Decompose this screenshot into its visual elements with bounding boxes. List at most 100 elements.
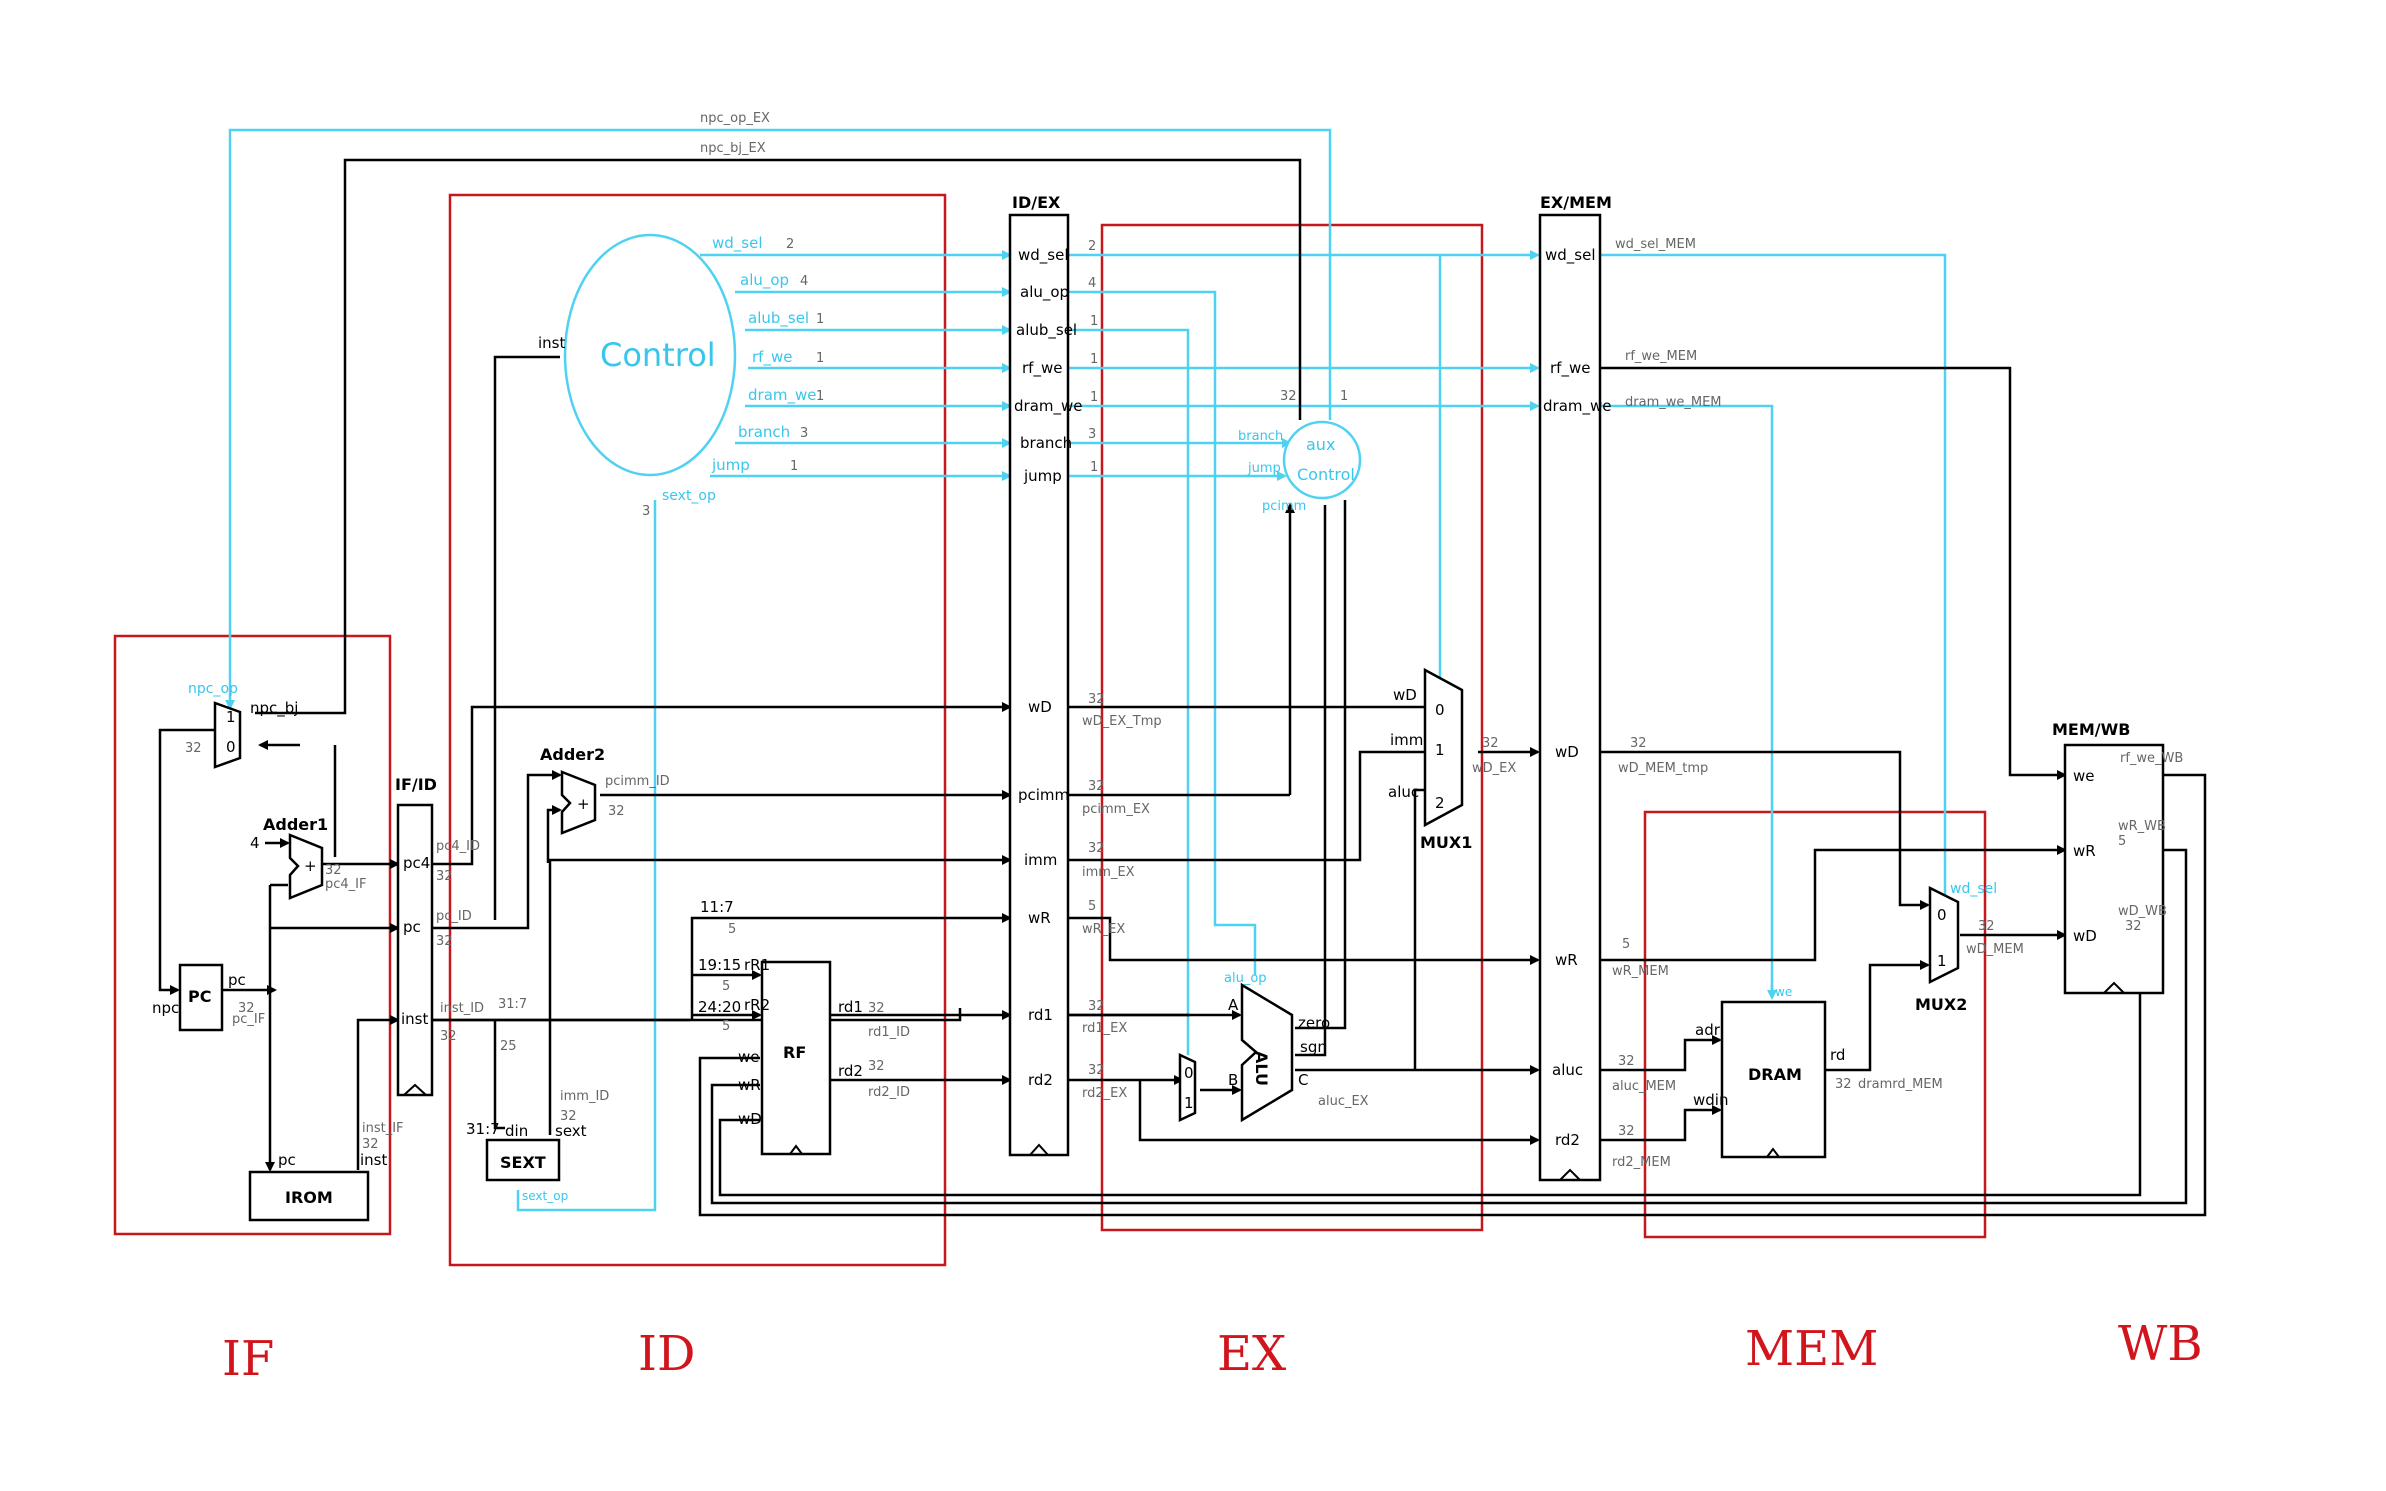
pc-out-label: pc — [228, 971, 246, 989]
irom-pc-label: pc — [278, 1151, 296, 1169]
rr1-width: 5 — [722, 979, 730, 994]
id-ex-port-alu-op: alu_op — [1020, 283, 1069, 302]
inst-if-width: 32 — [362, 1137, 379, 1152]
aluc-mem-label: aluc_MEM — [1612, 1079, 1676, 1094]
pc-width: 32 — [238, 1001, 255, 1016]
npc-bj-label: npc_bj — [250, 699, 298, 718]
wr-mem-label: wR_MEM — [1612, 964, 1669, 979]
adder2-plus: + — [577, 795, 590, 813]
ctrl-sig-jump: jump — [711, 456, 750, 474]
pc-id-label: pc_ID — [436, 909, 472, 924]
alu-sgn-label: sgn — [1300, 1038, 1327, 1056]
control-unit — [563, 233, 737, 477]
rd2-mem-width: 32 — [1618, 1124, 1635, 1139]
dram-label: DRAM — [1748, 1065, 1802, 1084]
npc-mux-in1-label: 1 — [226, 708, 236, 726]
ex-mem-title: EX/MEM — [1540, 193, 1612, 212]
id-ex-port-branch: branch — [1020, 434, 1072, 452]
ex-mem-port-rd2: rd2 — [1555, 1131, 1580, 1149]
if-id-title: IF/ID — [395, 775, 437, 794]
rf-rr2-label: rR2 — [744, 996, 770, 1014]
irom-label: IROM — [285, 1188, 333, 1207]
ctrl-sig-branch: branch — [738, 423, 790, 441]
dram-rd-label: rd — [1830, 1046, 1845, 1064]
sext-op-ctrl-label: sext_op — [662, 488, 716, 504]
mem-wb-port-we: we — [2073, 767, 2095, 785]
id-ex-port-imm: imm — [1024, 851, 1057, 869]
id-ex-jump-width: 1 — [1090, 460, 1098, 475]
cyan-wires — [225, 128, 1947, 1212]
dram-rd-width: 32 — [1835, 1077, 1852, 1092]
adder1-const-4: 4 — [250, 834, 260, 852]
bits-11-7: 11:7 — [700, 898, 734, 916]
bits-31-7-b: 31:7 — [466, 1120, 500, 1138]
mux1-aluc-label: aluc — [1388, 783, 1419, 801]
ctrl-sig-wd-sel: wd_sel — [712, 234, 763, 253]
id-ex-rf-we-width: 1 — [1090, 352, 1098, 367]
rd2-id-label: rd2_ID — [868, 1085, 910, 1100]
alu-block — [1240, 982, 1294, 1123]
id-ex-port-rd1: rd1 — [1028, 1006, 1053, 1024]
clock-triangles — [403, 981, 2125, 1181]
inst-id-label: inst_ID — [440, 1001, 484, 1016]
stage-id-box — [448, 193, 947, 1267]
npc-bj-ex-label: npc_bj_EX — [700, 141, 766, 156]
rf-label: RF — [783, 1043, 806, 1062]
wd-wb-label: wD_WB — [2118, 904, 2167, 919]
rf-rd1-label: rd1 — [838, 998, 863, 1016]
wd-ex-tmp-label: wD_EX_Tmp — [1082, 714, 1162, 729]
stage-if-box — [113, 634, 392, 1236]
stage-label-mem: MEM — [1745, 1321, 1878, 1377]
ex-mem-port-wd: wD — [1555, 743, 1579, 761]
rd1-ex-width: 32 — [1088, 999, 1105, 1014]
id-ex-register — [1008, 213, 1070, 1157]
pcimm-id-width: 32 — [608, 804, 625, 819]
pcimm-id-label: pcimm_ID — [605, 774, 670, 789]
alu-zero-label: zero — [1298, 1014, 1330, 1032]
ex-mem-register — [1538, 213, 1602, 1182]
id-ex-wd-sel-width: 2 — [1088, 239, 1096, 254]
rf-rr1-label: rR1 — [744, 956, 770, 974]
aux-branch-label: branch — [1238, 429, 1283, 444]
adder1-label: Adder1 — [263, 815, 328, 834]
pc-label: PC — [188, 987, 211, 1006]
rd2-ex-width: 32 — [1088, 1063, 1105, 1078]
wd-ex-width: 32 — [1088, 692, 1105, 707]
pc4-if-label: pc4_IF — [325, 877, 366, 892]
mux2-wd-sel-label: wd_sel — [1950, 881, 1997, 897]
npc-op-width: 1 — [1340, 389, 1348, 404]
id-ex-port-pcimm: pcimm — [1018, 786, 1069, 804]
mux1-in2: 2 — [1435, 794, 1445, 812]
alub-mux — [1178, 1053, 1197, 1122]
pc4-id-width: 32 — [436, 869, 453, 884]
ctrl-width-alub-sel: 1 — [816, 312, 824, 327]
dramrd-mem-label: dramrd_MEM — [1858, 1077, 1943, 1092]
mux2-in1: 1 — [1937, 952, 1947, 970]
imm-ex-width: 32 — [1088, 841, 1105, 856]
pc-if-label: pc_IF — [232, 1012, 265, 1027]
alu-a-label: A — [1228, 996, 1239, 1014]
wd-mem-label: wD_MEM — [1966, 942, 2024, 957]
aluc-ex-label: aluc_EX — [1318, 1094, 1369, 1109]
mux2-in0: 0 — [1937, 906, 1947, 924]
dram-wdin-label: wdin — [1693, 1091, 1728, 1109]
rd1-ex-label: rd1_EX — [1082, 1021, 1127, 1036]
mem-wb-port-wd: wD — [2073, 927, 2097, 945]
pc-id-width: 32 — [436, 934, 453, 949]
id-ex-port-dram-we: dram_we — [1014, 397, 1083, 416]
adder2-block — [560, 770, 597, 835]
mux1-in0: 0 — [1435, 701, 1445, 719]
ctrl-sig-alub-sel: alub_sel — [748, 309, 809, 328]
wd-ex-label: wD_EX — [1472, 761, 1516, 776]
if-id-port-pc: pc — [403, 918, 421, 936]
id-ex-port-rd2: rd2 — [1028, 1071, 1053, 1089]
pc-register — [178, 963, 224, 1032]
wd-mem-tmp-label: wD_MEM_tmp — [1618, 761, 1708, 776]
mux1-label: MUX1 — [1420, 833, 1472, 852]
alub-mux-0: 0 — [1184, 1064, 1194, 1082]
control-label: Control — [600, 336, 716, 374]
ex-mem-port-wd-sel: wd_sel — [1545, 246, 1596, 265]
pcimm-ex-label: pcimm_EX — [1082, 802, 1150, 817]
alu-c-label: C — [1298, 1071, 1308, 1089]
npc-op-label: npc_op — [188, 681, 238, 697]
